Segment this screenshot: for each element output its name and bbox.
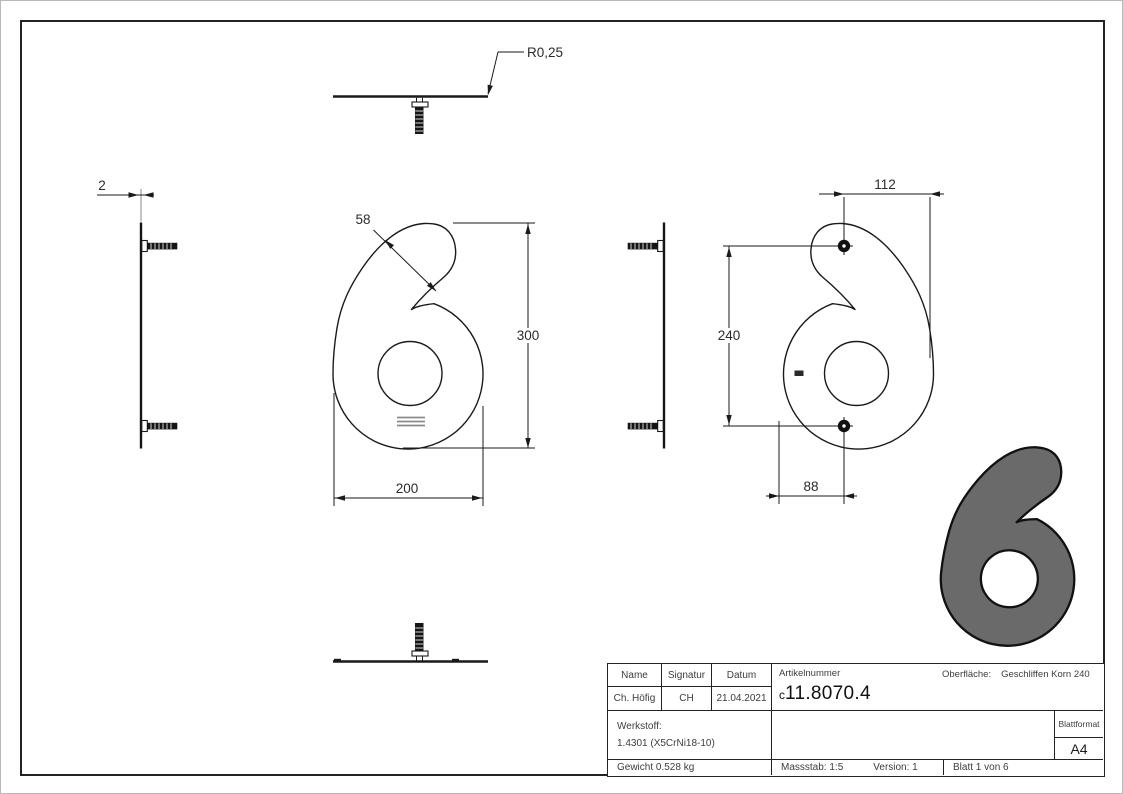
tb-sheet: Blatt 1 von 6 [953, 762, 1009, 773]
tb-value-date: 21.04.2021 [712, 687, 772, 711]
front-view: 300 200 58 [332, 212, 544, 506]
wall-stud [141, 419, 178, 433]
tb-scale-cell: Massstab: 1:5 Version: 1 [772, 760, 944, 775]
tb-material-label: Werkstoff: [617, 721, 662, 732]
rear-view: 112 240 88 [713, 177, 944, 504]
dim-corner-radius: R0,25 [527, 45, 563, 60]
dim-stud-bottom-to-edge: 88 [803, 479, 818, 494]
engraved-logo-back [794, 370, 804, 376]
iso-view [933, 437, 1090, 654]
tb-article-cell: Artikelnummer c11.8070.4 Oberfläche: Gesc… [772, 664, 1103, 711]
tb-article-label: Artikelnummer [779, 668, 841, 679]
dim-overall-height: 300 [517, 328, 540, 343]
tb-surface-value: Geschliffen Korn 240 [1001, 669, 1090, 680]
rear-side-view [627, 222, 666, 449]
tb-header-signature: Signatur [662, 664, 712, 687]
tb-article-prefix: c [779, 688, 785, 702]
dim-stroke-width: 58 [355, 212, 370, 227]
tb-article-number: c11.8070.4 [779, 683, 871, 705]
dim-stud-spacing: 240 [718, 328, 741, 343]
tb-surface: Oberfläche: Geschliffen Korn 240 [942, 669, 1090, 680]
tb-header-date: Datum [712, 664, 772, 687]
wall-stud [627, 419, 664, 433]
tb-scale: Massstab: 1:5 [781, 762, 844, 773]
top-view: R0,25 [333, 45, 563, 134]
tb-version: Version: 1 [873, 762, 918, 773]
left-side-view: 2 [97, 178, 178, 449]
tb-value-name: Ch. Höfig [608, 687, 662, 711]
bottom-view [333, 623, 488, 663]
tb-material-cell: Werkstoff: 1.4301 (X5CrNi18-10) [608, 711, 772, 760]
tb-format-value: A4 [1055, 738, 1103, 760]
tb-empty-cell [772, 711, 1055, 760]
tb-format-label: Blattformat [1055, 711, 1103, 738]
tb-weight: Gewicht 0.528 kg [608, 760, 772, 775]
dim-stud-top-to-edge: 112 [874, 177, 896, 192]
sheet-frame [20, 20, 1105, 776]
wall-stud [141, 239, 178, 253]
title-block: Name Signatur Datum Ch. Höfig CH 21.04.2… [607, 663, 1105, 777]
tb-header-name: Name [608, 664, 662, 687]
stud-marker-top [835, 237, 853, 255]
dim-overall-width: 200 [396, 481, 419, 496]
stud-marker-bottom [835, 417, 853, 435]
tb-article-num-text: 11.8070.4 [785, 683, 871, 704]
tb-surface-label: Oberfläche: [942, 669, 992, 680]
tb-material-value: 1.4301 (X5CrNi18-10) [617, 738, 715, 749]
wall-stud [627, 239, 664, 253]
tb-value-signature: CH [662, 687, 712, 711]
engraved-logo [397, 416, 425, 427]
dim-plate-thickness: 2 [98, 178, 106, 193]
